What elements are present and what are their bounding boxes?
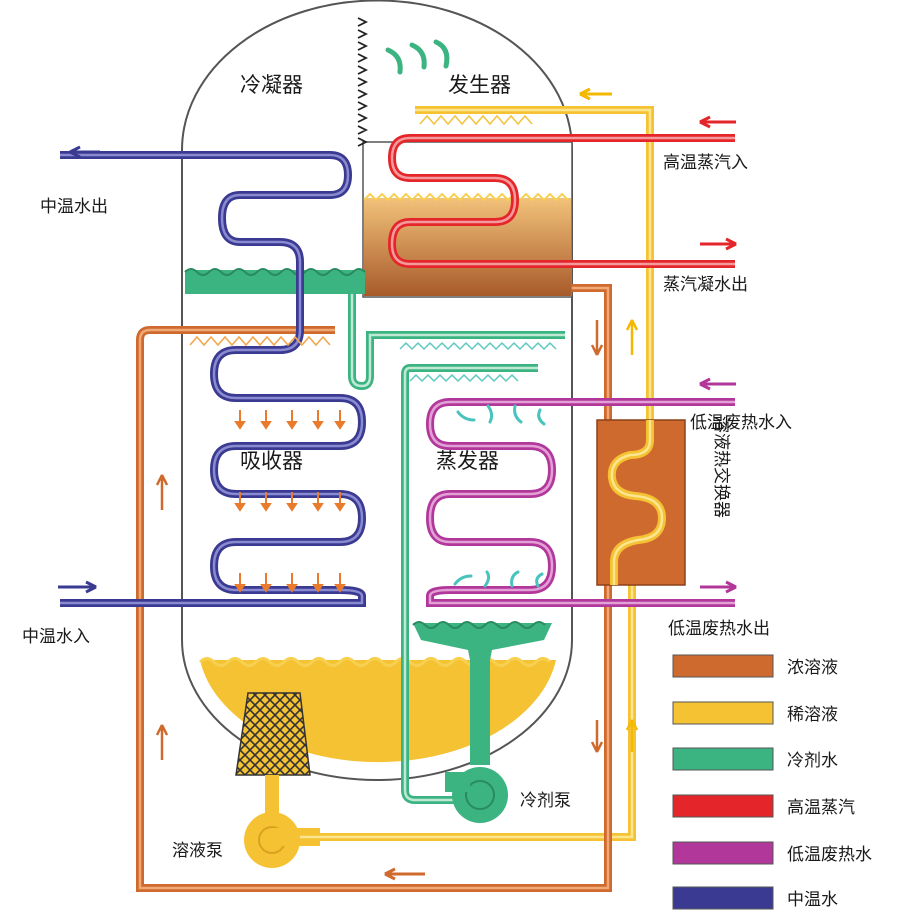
legend-label: 低温废热水 xyxy=(787,845,872,865)
condenser-tray xyxy=(185,270,365,294)
mid-water-in-label: 中温水入 xyxy=(22,627,90,647)
legend-item: 浓溶液 xyxy=(672,654,838,678)
condensate-out-label: 蒸汽凝水出 xyxy=(663,275,748,295)
legend-item: 低温废热水 xyxy=(672,841,872,865)
absorber-drip-icon xyxy=(234,410,346,592)
evaporator-label: 蒸发器 xyxy=(436,449,499,473)
vapor-flow-icon xyxy=(385,39,450,75)
refrigerant-spray-icon xyxy=(399,341,557,383)
legend-label: 浓溶液 xyxy=(787,658,838,678)
legend-label: 高温蒸汽 xyxy=(787,798,855,818)
legend-label: 稀溶液 xyxy=(787,705,838,725)
condenser-label: 冷凝器 xyxy=(240,73,303,97)
legend-item: 稀溶液 xyxy=(672,701,838,725)
waste-heat-out-label: 低温废热水出 xyxy=(668,619,770,639)
vapor-baffle xyxy=(357,17,369,147)
legend-item: 高温蒸汽 xyxy=(672,794,855,818)
refrigerant-pump-icon xyxy=(445,767,508,823)
solution-pump-icon xyxy=(244,775,320,868)
legend-item: 中温水 xyxy=(672,886,838,910)
legend-item: 冷剂水 xyxy=(672,747,838,771)
legend-label: 中温水 xyxy=(787,890,838,910)
legend-label: 冷剂水 xyxy=(787,751,838,771)
generator-label: 发生器 xyxy=(448,73,511,97)
absorber-spray-icon xyxy=(189,335,331,347)
evaporator-tray xyxy=(413,623,552,660)
mid-water-out-label: 中温水出 xyxy=(40,197,108,217)
flow-arrow-icons xyxy=(58,87,737,881)
refrigerant-pump-label: 冷剂泵 xyxy=(520,791,571,811)
solution-pump-label: 溶液泵 xyxy=(172,841,223,861)
waste-heat-in-label: 低温废热水入 xyxy=(690,413,792,433)
legend: 浓溶液 稀溶液 冷剂水 高温蒸汽 低温废热水 中温水 xyxy=(672,654,872,910)
generator-spray-icon xyxy=(419,114,533,126)
steam-in-label: 高温蒸汽入 xyxy=(663,153,748,173)
generator-solution xyxy=(364,198,571,296)
absorber-label: 吸收器 xyxy=(240,449,303,473)
evaporator-vapor-icon xyxy=(453,404,546,588)
solution-filter-icon xyxy=(235,692,311,776)
hx-label: 溶液热交换器 xyxy=(711,416,731,518)
